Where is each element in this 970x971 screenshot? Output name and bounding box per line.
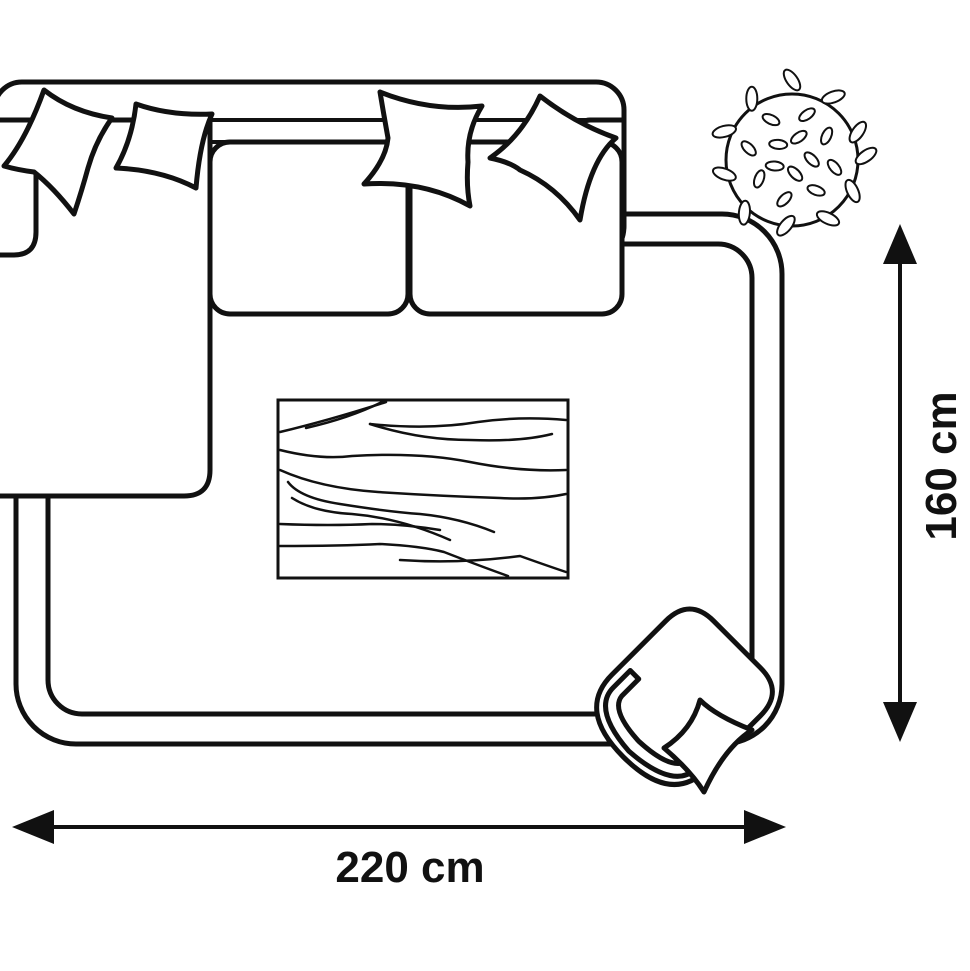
corner-sofa [0, 79, 627, 499]
width-dimension: 220 cm [12, 810, 786, 892]
sofa-chaise [0, 117, 213, 499]
plant-leaf [789, 129, 808, 145]
plant-leaf [752, 169, 766, 189]
plant-leaf [782, 68, 802, 92]
coffee-table-top [276, 398, 570, 580]
pillow-2 [113, 101, 215, 191]
height-label: 160 cm [917, 391, 966, 540]
height-arrow-bottom [883, 702, 917, 742]
height-dimension: 160 cm [883, 224, 966, 742]
plant-leaf [798, 107, 816, 123]
height-arrow-top [883, 224, 917, 264]
plant-leaves [711, 68, 878, 237]
plant-leaf [764, 160, 785, 172]
plant-leaf [848, 120, 868, 144]
width-arrow-right [744, 810, 786, 844]
width-arrow-left [12, 810, 54, 844]
plant-leaf [786, 165, 804, 182]
potted-plant [711, 68, 878, 237]
plant-leaf [761, 113, 781, 127]
plant-leaf [776, 191, 793, 208]
plant-leaf [711, 166, 737, 182]
width-label: 220 cm [335, 843, 484, 892]
coffee-table [276, 398, 570, 580]
plant-leaf [803, 151, 820, 168]
plant-leaf [745, 85, 759, 112]
plant-leaf [737, 199, 751, 226]
plant-leaf [776, 214, 796, 237]
plant-leaf [768, 138, 789, 150]
plant-leaf [815, 210, 841, 227]
wood-grain [278, 400, 568, 578]
pillow-3 [361, 89, 485, 209]
plant-leaf [711, 124, 737, 139]
pillow-4 [487, 93, 619, 223]
armchair-pillow [661, 697, 755, 795]
plant-leaf [740, 140, 757, 157]
plant-leaf [820, 89, 846, 105]
pillow-1 [1, 87, 115, 217]
plant-leaf [826, 158, 843, 176]
plant-leaf [844, 178, 861, 204]
plant-leaf [820, 126, 834, 146]
plant-leaf [806, 184, 826, 197]
plant-leaf [854, 146, 878, 166]
